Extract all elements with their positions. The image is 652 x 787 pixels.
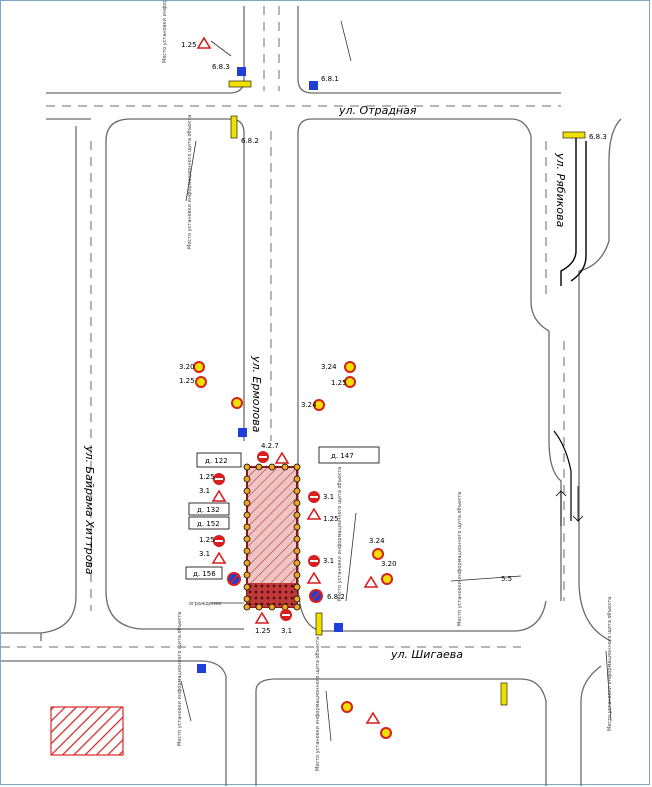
street-label-ermolova: ул. Ермолова <box>250 355 263 433</box>
building-122: д. 122 <box>205 457 228 465</box>
legend-hatch <box>50 706 124 756</box>
building-132: д. 132 <box>197 506 220 514</box>
detour-sign-icon <box>562 131 586 139</box>
sign-code: 1.25 <box>255 627 271 635</box>
info-sign-blue-icon <box>334 623 343 632</box>
note-install: Место установки информационного щита объ… <box>337 467 343 601</box>
sign-code: 1.25 <box>179 377 195 385</box>
note-fence: ограждение <box>189 601 222 607</box>
building-156: д. 156 <box>193 570 216 578</box>
median <box>553 136 587 526</box>
leader-lines <box>180 20 612 742</box>
speed-limit-icon <box>193 361 393 739</box>
detour-sign-icon <box>315 612 323 636</box>
sign-code: 3.24 <box>369 537 385 545</box>
sign-code: 1.25 <box>199 473 215 481</box>
info-sign-blue-icon <box>309 81 318 90</box>
sign-code: 3.1 <box>199 550 210 558</box>
note-install: Место установки информационного щита объ… <box>177 612 183 746</box>
sign-code: 1.25 <box>331 379 347 387</box>
info-sign-blue-icon <box>237 67 246 76</box>
sign-code: 1.25 <box>199 536 215 544</box>
sign-code: 6.8.3 <box>212 63 230 71</box>
sign-code: 3.1 <box>323 557 334 565</box>
sign-codes: 1.25 3.20 1.25 3.24 1.25 3.24 1.25 3.1 1… <box>179 41 607 635</box>
note-install: Место установки информационного щита объ… <box>315 637 321 771</box>
note-install: Место установки информационного щита объ… <box>187 115 193 249</box>
detour-sign-icon <box>230 115 238 139</box>
sign-code: 6.8.2 <box>241 137 259 145</box>
detour-sign-icon <box>500 682 508 706</box>
detour-sign-icon <box>228 80 252 88</box>
sign-code: 1.25 <box>323 515 339 523</box>
sign-code: 3.24 <box>321 363 337 371</box>
lane-markings <box>1 6 565 648</box>
sign-code: 4.2.7 <box>261 442 279 450</box>
no-parking-icon <box>227 572 323 603</box>
sign-code: 3.1 <box>323 493 334 501</box>
street-label-ryabikova: ул. Рябикова <box>554 152 567 228</box>
building-labels: д. 122 д. 132 д. 152 д. 156 д. 147 <box>185 446 380 580</box>
barrier-lights <box>243 463 301 611</box>
sign-code: 5.5 <box>501 575 512 583</box>
sign-code: 6.8.2 <box>327 593 345 601</box>
note-install: Место установки информационного щита объ… <box>162 1 168 63</box>
sign-code: 3.20 <box>381 560 397 568</box>
info-sign-blue-icon <box>238 428 247 437</box>
sign-code: 3.1 <box>199 487 210 495</box>
sign-code: 1.25 <box>181 41 197 49</box>
sign-code: 3.20 <box>179 363 195 371</box>
street-label-bayramova: ул. Байрама Хиттрова <box>83 445 96 575</box>
sign-code: 3.24 <box>301 401 317 409</box>
info-sign-blue-icon <box>197 664 206 673</box>
note-install: Место установки информационного щита объ… <box>607 597 613 731</box>
road-signs <box>193 36 586 739</box>
street-label-shigaeva: ул. Шигаева <box>390 648 463 661</box>
road-edges <box>1 6 622 786</box>
sign-code: 3.1 <box>281 627 292 635</box>
building-147: д. 147 <box>331 452 354 460</box>
note-install: Место установки информационного щита объ… <box>457 492 463 626</box>
sign-code: 6.8.1 <box>321 75 339 83</box>
roadworks-warning-icon <box>196 36 381 724</box>
sign-code: 6.8.3 <box>589 133 607 141</box>
building-152: д. 152 <box>197 520 220 528</box>
work-zone <box>243 463 301 611</box>
no-entry-icon <box>213 451 320 621</box>
street-label-otradnaya: ул. Отрадная <box>338 104 417 117</box>
